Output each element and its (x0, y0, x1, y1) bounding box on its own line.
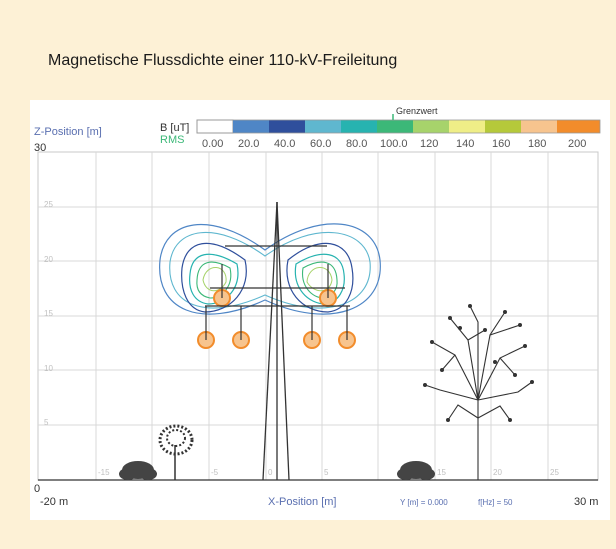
x-tick-0: 0 (268, 468, 273, 477)
x-tick-5: 5 (324, 468, 329, 477)
z-tick-15: 15 (44, 309, 53, 318)
legend-value-2: 40.0 (274, 138, 296, 150)
y-position-info: Y [m] = 0.000 (400, 498, 448, 507)
page-title: Magnetische Flussdichte einer 110-kV-Fre… (48, 52, 398, 69)
x-tick-25: 25 (550, 468, 559, 477)
x-axis-title: X-Position [m] (268, 496, 337, 508)
legend-mode: RMS (160, 134, 185, 146)
z-axis-top-value: 30 (34, 142, 47, 154)
large-tree-leaves (423, 304, 534, 422)
legend-value-4: 80.0 (346, 138, 368, 150)
bush-left (119, 461, 157, 480)
frequency-info: f[Hz] = 50 (478, 498, 513, 507)
x-tick-20: 20 (493, 468, 502, 477)
legend-value-7: 140 (456, 138, 475, 150)
bush-right (397, 461, 435, 480)
z-tick-25: 25 (44, 200, 53, 209)
large-tree (424, 305, 533, 480)
pylon (205, 201, 350, 481)
x-axis-left-value: -20 m (40, 496, 69, 508)
z-tick-20: 20 (44, 255, 53, 264)
plot-grid (37, 151, 599, 481)
z-tick-5: 5 (44, 418, 49, 427)
legend-value-5: 100.0 (380, 138, 408, 150)
field-plot (37, 114, 601, 481)
x-tick-minus5: -5 (211, 468, 219, 477)
field-contours (159, 223, 381, 315)
x-tick-minus15: -15 (98, 468, 110, 477)
x-axis-right-value: 30 m (574, 496, 599, 508)
legend-color-bar (196, 114, 601, 134)
small-tree (158, 424, 194, 480)
legend-value-6: 120 (420, 138, 439, 150)
legend-quantity: B [uT] (160, 122, 190, 134)
legend-value-8: 160 (492, 138, 511, 150)
x-tick-15: 15 (437, 468, 446, 477)
field-plot-panel: Z-Position [m] 30 0 B [uT] RMS Grenzwert… (30, 100, 610, 520)
insulators (205, 264, 348, 340)
z-axis-bottom-value: 0 (34, 483, 41, 495)
legend-value-1: 20.0 (238, 138, 260, 150)
legend-value-9: 180 (528, 138, 547, 150)
legend-limit-label: Grenzwert (396, 106, 438, 116)
z-axis-title: Z-Position [m] (34, 126, 102, 138)
z-tick-10: 10 (44, 364, 53, 373)
legend-value-0: 0.00 (202, 138, 224, 150)
legend-value-10: 200 (568, 138, 587, 150)
legend-value-3: 60.0 (310, 138, 332, 150)
